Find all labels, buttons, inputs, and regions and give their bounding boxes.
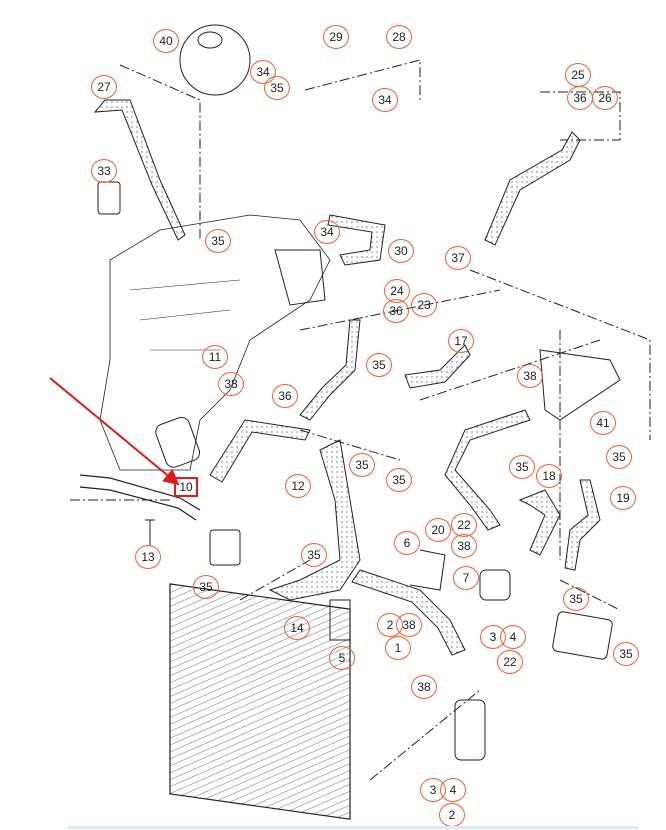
callout-34[interactable]: 34 (314, 220, 340, 244)
callout-35[interactable]: 35 (509, 455, 535, 479)
callout-37[interactable]: 37 (445, 246, 471, 270)
callout-11[interactable]: 11 (202, 345, 228, 369)
callout-33[interactable]: 33 (91, 159, 117, 183)
callout-34[interactable]: 34 (250, 60, 276, 84)
callout-40[interactable]: 40 (153, 29, 179, 53)
callout-18[interactable]: 18 (536, 464, 562, 488)
callout-25[interactable]: 25 (565, 63, 591, 87)
callout-17[interactable]: 17 (448, 329, 474, 353)
callout-5[interactable]: 5 (329, 646, 355, 670)
callout-35[interactable]: 35 (264, 76, 290, 100)
callout-29[interactable]: 29 (323, 25, 349, 49)
callout-6[interactable]: 6 (394, 531, 420, 555)
callout-28[interactable]: 28 (386, 25, 412, 49)
callout-36[interactable]: 36 (567, 86, 593, 110)
callout-27[interactable]: 27 (91, 75, 117, 99)
callout-13[interactable]: 13 (135, 545, 161, 569)
callout-2[interactable]: 2 (439, 803, 465, 827)
highlighted-callout-10[interactable]: 10 (174, 477, 198, 497)
callout-38[interactable]: 38 (396, 613, 422, 637)
callout-23[interactable]: 23 (411, 293, 437, 317)
callout-38[interactable]: 38 (451, 534, 477, 558)
callout-30[interactable]: 30 (388, 239, 414, 263)
callout-35[interactable]: 35 (386, 468, 412, 492)
callout-36[interactable]: 36 (272, 384, 298, 408)
callout-38[interactable]: 38 (218, 372, 244, 396)
callout-41[interactable]: 41 (590, 411, 616, 435)
callout-22[interactable]: 22 (497, 650, 523, 674)
callout-20[interactable]: 20 (425, 518, 451, 542)
pointer-arrow (49, 377, 180, 486)
callout-35[interactable]: 35 (301, 543, 327, 567)
callout-1[interactable]: 1 (385, 636, 411, 660)
callout-14[interactable]: 14 (284, 616, 310, 640)
callout-35[interactable]: 35 (193, 575, 219, 599)
callout-4[interactable]: 4 (500, 625, 526, 649)
callout-35[interactable]: 35 (613, 642, 639, 666)
callout-36[interactable]: 36 (383, 299, 409, 323)
callout-34[interactable]: 34 (372, 88, 398, 112)
callout-26[interactable]: 26 (592, 86, 618, 110)
callout-35[interactable]: 35 (563, 587, 589, 611)
bottom-divider (68, 826, 638, 829)
callout-35[interactable]: 35 (606, 445, 632, 469)
callout-19[interactable]: 19 (610, 486, 636, 510)
callout-38[interactable]: 38 (411, 675, 437, 699)
callout-35[interactable]: 35 (205, 229, 231, 253)
callout-7[interactable]: 7 (453, 566, 479, 590)
callout-12[interactable]: 12 (285, 474, 311, 498)
callout-35[interactable]: 35 (366, 353, 392, 377)
callout-35[interactable]: 35 (349, 453, 375, 477)
callout-4[interactable]: 4 (440, 778, 466, 802)
callout-38[interactable]: 38 (517, 364, 543, 388)
